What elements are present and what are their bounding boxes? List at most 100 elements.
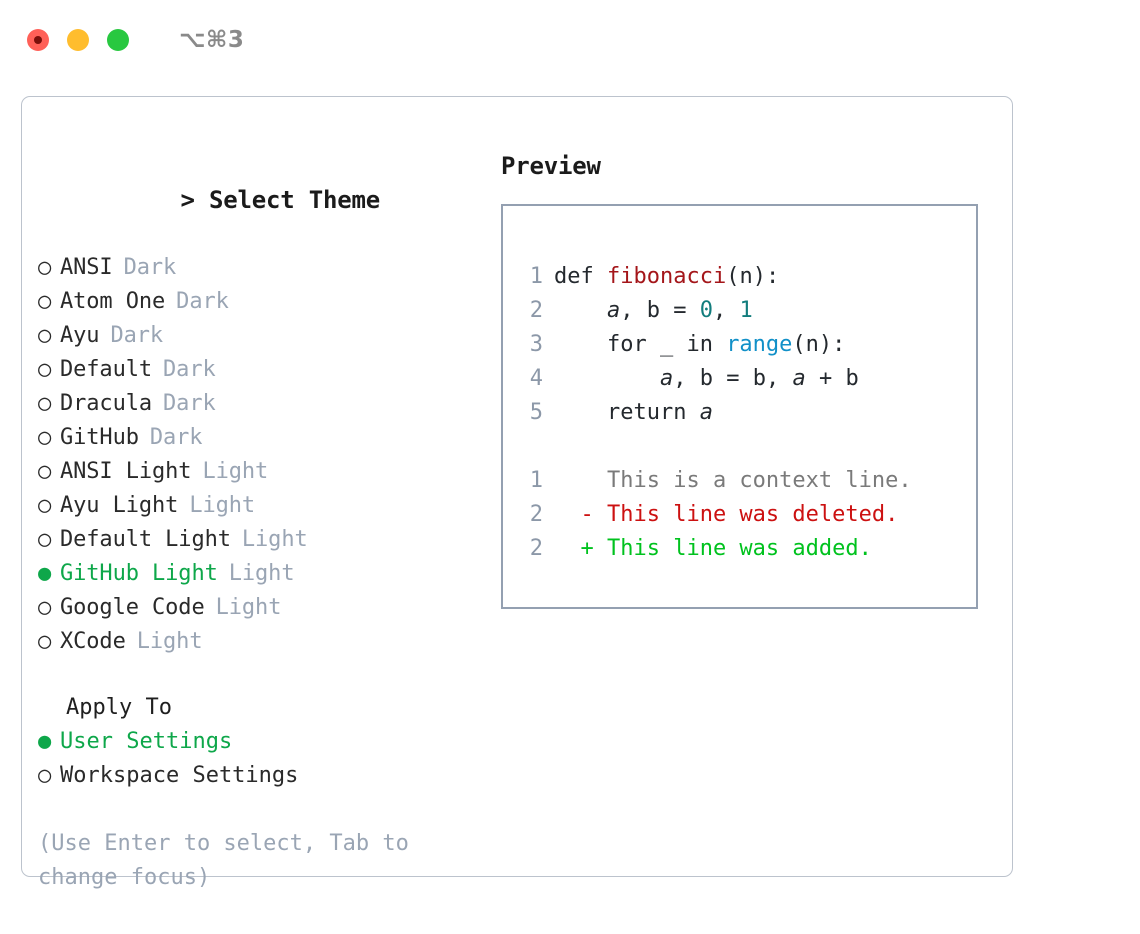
theme-name-label: Ayu: [60, 323, 100, 348]
theme-mode-badge: Light: [215, 595, 282, 620]
code-token-plain: [554, 366, 660, 391]
theme-name-label: XCode: [60, 629, 126, 654]
radio-unselected-icon: ○: [38, 357, 52, 382]
theme-mode-badge: Dark: [123, 255, 177, 280]
radio-unselected-icon: ○: [38, 459, 52, 484]
theme-name-label: Atom One: [60, 289, 166, 314]
diff-line: 2 + This line was added.: [517, 532, 968, 566]
diff-line-number: 1: [529, 468, 543, 493]
theme-mode-badge: Dark: [149, 425, 203, 450]
apply-to-option[interactable]: ● User Settings: [38, 725, 478, 759]
theme-mode-badge: Light: [136, 629, 203, 654]
theme-name-label: Default: [60, 357, 153, 382]
theme-mode-badge: Light: [202, 459, 269, 484]
diff-line: 2 - This line was deleted.: [517, 498, 968, 532]
radio-unselected-icon: ○: [38, 289, 52, 314]
radio-unselected-icon: ○: [38, 493, 52, 518]
apply-to-option-label: User Settings: [60, 729, 233, 754]
diff-line: 1 This is a context line.: [517, 464, 968, 498]
theme-name-label: ANSI Light: [60, 459, 192, 484]
code-line-text: a, b = 0, 1: [554, 294, 753, 328]
zoom-button-icon[interactable]: [107, 29, 129, 51]
code-token-number: 0: [699, 298, 713, 323]
minimize-button-icon[interactable]: [67, 29, 89, 51]
code-line-number: 2: [529, 298, 543, 323]
code-token-plain: b: [845, 366, 859, 391]
diff-line-number: 2: [529, 536, 543, 561]
theme-name-label: GitHub Light: [60, 561, 218, 586]
theme-name-label: Default Light: [60, 527, 231, 552]
code-token-plain: [554, 298, 607, 323]
theme-name-label: GitHub: [60, 425, 139, 450]
diff-line-text: This is a context line.: [554, 468, 912, 493]
code-line: 5 return a: [517, 396, 968, 430]
code-token-plain: (n):: [726, 264, 780, 289]
code-token-function: fibonacci: [606, 264, 727, 289]
code-token-plain: (n):: [792, 332, 846, 357]
preview-title: Preview: [501, 152, 601, 180]
apply-to-title: Apply To: [66, 695, 172, 720]
code-line-number: 3: [529, 332, 543, 357]
radio-unselected-icon: ○: [38, 255, 52, 280]
code-token-plain: b: [699, 366, 713, 391]
theme-list-item[interactable]: ○ XCode Light: [38, 625, 478, 659]
theme-name-label: ANSI: [60, 255, 113, 280]
theme-name-label: Ayu Light: [60, 493, 179, 518]
code-token-var: a: [659, 366, 674, 391]
radio-unselected-icon: ○: [38, 391, 52, 416]
radio-unselected-icon: ○: [38, 763, 52, 788]
code-token-plain: b: [646, 298, 660, 323]
radio-unselected-icon: ○: [38, 629, 52, 654]
radio-unselected-icon: ○: [38, 425, 52, 450]
prompt-caret-icon: >: [180, 186, 209, 214]
radio-selected-icon: ●: [38, 729, 52, 754]
theme-mode-badge: Dark: [110, 323, 164, 348]
diff-line-text: + This line was added.: [554, 536, 872, 561]
radio-unselected-icon: ○: [38, 323, 52, 348]
theme-mode-badge: Light: [241, 527, 308, 552]
theme-mode-badge: Light: [228, 561, 295, 586]
theme-list-item[interactable]: ○ ANSI Dark: [38, 251, 478, 285]
apply-to-option[interactable]: ○ Workspace Settings: [38, 759, 478, 793]
theme-mode-badge: Dark: [163, 357, 216, 382]
code-token-number: 1: [739, 298, 753, 323]
code-line-text: return a: [554, 396, 713, 430]
code-token-plain: for _ in: [554, 332, 727, 357]
code-token-var: a: [792, 366, 806, 391]
code-line-text: for _ in range(n):: [554, 328, 845, 362]
window-titlebar: ⌥⌘3: [0, 0, 1140, 80]
apply-to-list[interactable]: ● User Settings ○ Workspace Settings: [38, 725, 478, 793]
theme-list-item[interactable]: ○ GitHub Dark: [38, 421, 478, 455]
theme-list-item[interactable]: ○ Ayu Dark: [38, 319, 478, 353]
code-line-number: 5: [529, 400, 543, 425]
keyboard-shortcut-label: ⌥⌘3: [179, 27, 245, 53]
traffic-light-group: [27, 29, 129, 51]
theme-list-item[interactable]: ○ ANSI Light Light: [38, 455, 478, 489]
code-token-plain: b: [752, 366, 766, 391]
radio-unselected-icon: ○: [38, 595, 52, 620]
apply-to-option-label: Workspace Settings: [60, 763, 299, 788]
code-token-var: a: [606, 298, 621, 323]
theme-list-item[interactable]: ○ Default Dark: [38, 353, 478, 387]
code-line: 2 a, b = 0, 1: [517, 294, 968, 328]
radio-unselected-icon: ○: [38, 527, 52, 552]
theme-list-item[interactable]: ○ Default Light Light: [38, 523, 478, 557]
code-token-plain: ,: [712, 298, 740, 323]
code-line-number: 1: [529, 264, 543, 289]
close-button-icon[interactable]: [27, 29, 49, 51]
code-token-plain: ,: [765, 366, 793, 391]
code-token-plain: return: [554, 400, 700, 425]
code-token-var: a: [699, 400, 713, 425]
